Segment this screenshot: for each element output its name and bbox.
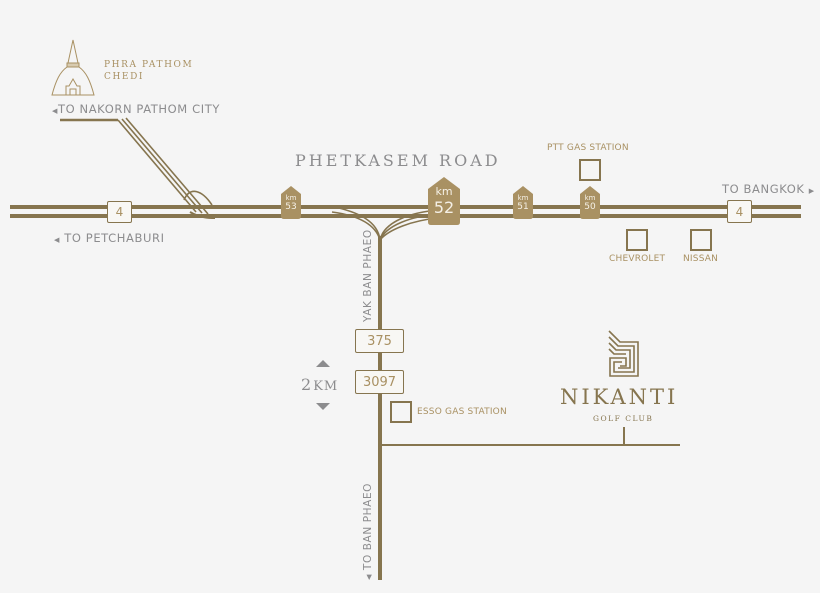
destination-nakorn-pathom: ◀TO NAKORN PATHOM CITY: [52, 102, 220, 116]
km-marker-53: km 53: [285, 194, 297, 213]
landmark-name-line2: Chedi: [104, 72, 145, 82]
road-title: Phetkasem Road: [295, 151, 501, 170]
landmark-name-line1: Phra Pathom: [104, 60, 194, 70]
km-marker-51: km 51: [517, 194, 529, 213]
esso-gas-station-marker: [390, 401, 412, 423]
scale-arrows: [316, 360, 330, 410]
ptt-gas-station-label: PTT GAS STATION: [547, 143, 629, 153]
esso-gas-station-label: ESSO GAS STATION: [417, 407, 507, 417]
yak-ban-phaeo-label: YAK BAN PHAEO: [362, 229, 374, 322]
nikanti-brand-subtitle: GOLF CLUB: [593, 414, 654, 423]
chedi-icon: [51, 39, 95, 96]
landmark-label: Phra Pathom Chedi: [104, 59, 193, 83]
ptt-gas-station-marker: [579, 159, 601, 181]
arrow-left-icon: ◀: [52, 107, 58, 115]
arrow-down-icon: ◀: [365, 574, 373, 580]
km-marker-52: km 52: [433, 185, 455, 218]
destination-bangkok: TO BANGKOK ▶: [722, 182, 815, 196]
nakorn-pathom-road: [60, 117, 216, 219]
nissan-label: NISSAN: [683, 254, 719, 264]
route-3097: 3097: [355, 370, 404, 394]
nissan-marker: [690, 229, 712, 251]
route-4-west: 4: [107, 201, 132, 223]
route-375: 375: [355, 329, 404, 353]
chevrolet-label: CHEVROLET: [609, 254, 666, 264]
arrow-left-icon: ◀: [54, 236, 60, 244]
km-marker-50: km 50: [584, 194, 596, 213]
route-4-east: 4: [727, 200, 752, 223]
chevrolet-marker: [626, 229, 648, 251]
destination-ban-phaeo: ◀ TO BAN PHAEO: [362, 482, 374, 580]
destination-petchaburi: ◀ TO PETCHABURI: [54, 231, 165, 245]
arrow-right-icon: ▶: [808, 187, 815, 195]
nikanti-brand-name: NIKANTI: [560, 385, 679, 409]
nikanti-logo-icon: [608, 330, 639, 377]
